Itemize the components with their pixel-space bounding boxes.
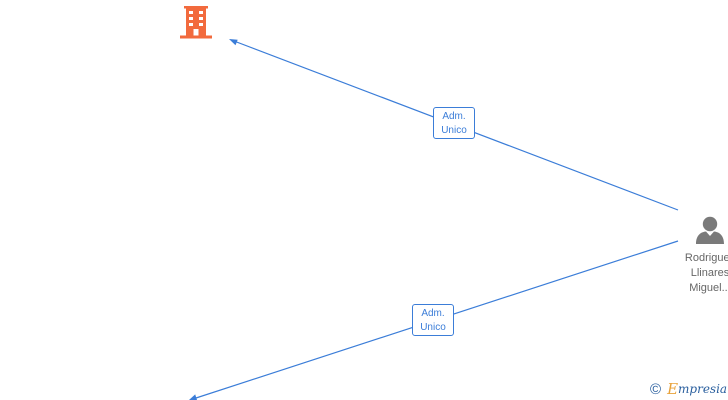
edge-label-top-line-2: Unico <box>441 125 467 136</box>
arrowhead-bottom <box>189 394 197 400</box>
arrowhead-top <box>229 39 238 46</box>
brand-watermark: © E mpresia <box>650 380 727 398</box>
brand-logo-text: mpresia <box>678 382 728 396</box>
person-icon[interactable] <box>696 216 724 244</box>
edge-label-bottom-line-1: Adm. <box>421 308 445 319</box>
person-name-line-1: Rodriguez <box>684 252 728 264</box>
building-icon[interactable] <box>180 6 212 39</box>
edge-label-top-line-1: Adm. <box>442 111 466 122</box>
person-name-label[interactable]: Rodriguez Llinares Miguel... <box>660 251 728 296</box>
edge-label-bottom-line-2: Unico <box>420 322 446 333</box>
brand-logo-initial: E <box>667 380 679 398</box>
person-name-line-3: Miguel... <box>689 282 728 294</box>
person-name-line-2: Llinares <box>690 267 728 279</box>
copyright-icon: © <box>650 380 662 398</box>
edge-label-bottom: Adm. Unico <box>412 304 454 336</box>
edge-label-top: Adm. Unico <box>433 107 475 139</box>
